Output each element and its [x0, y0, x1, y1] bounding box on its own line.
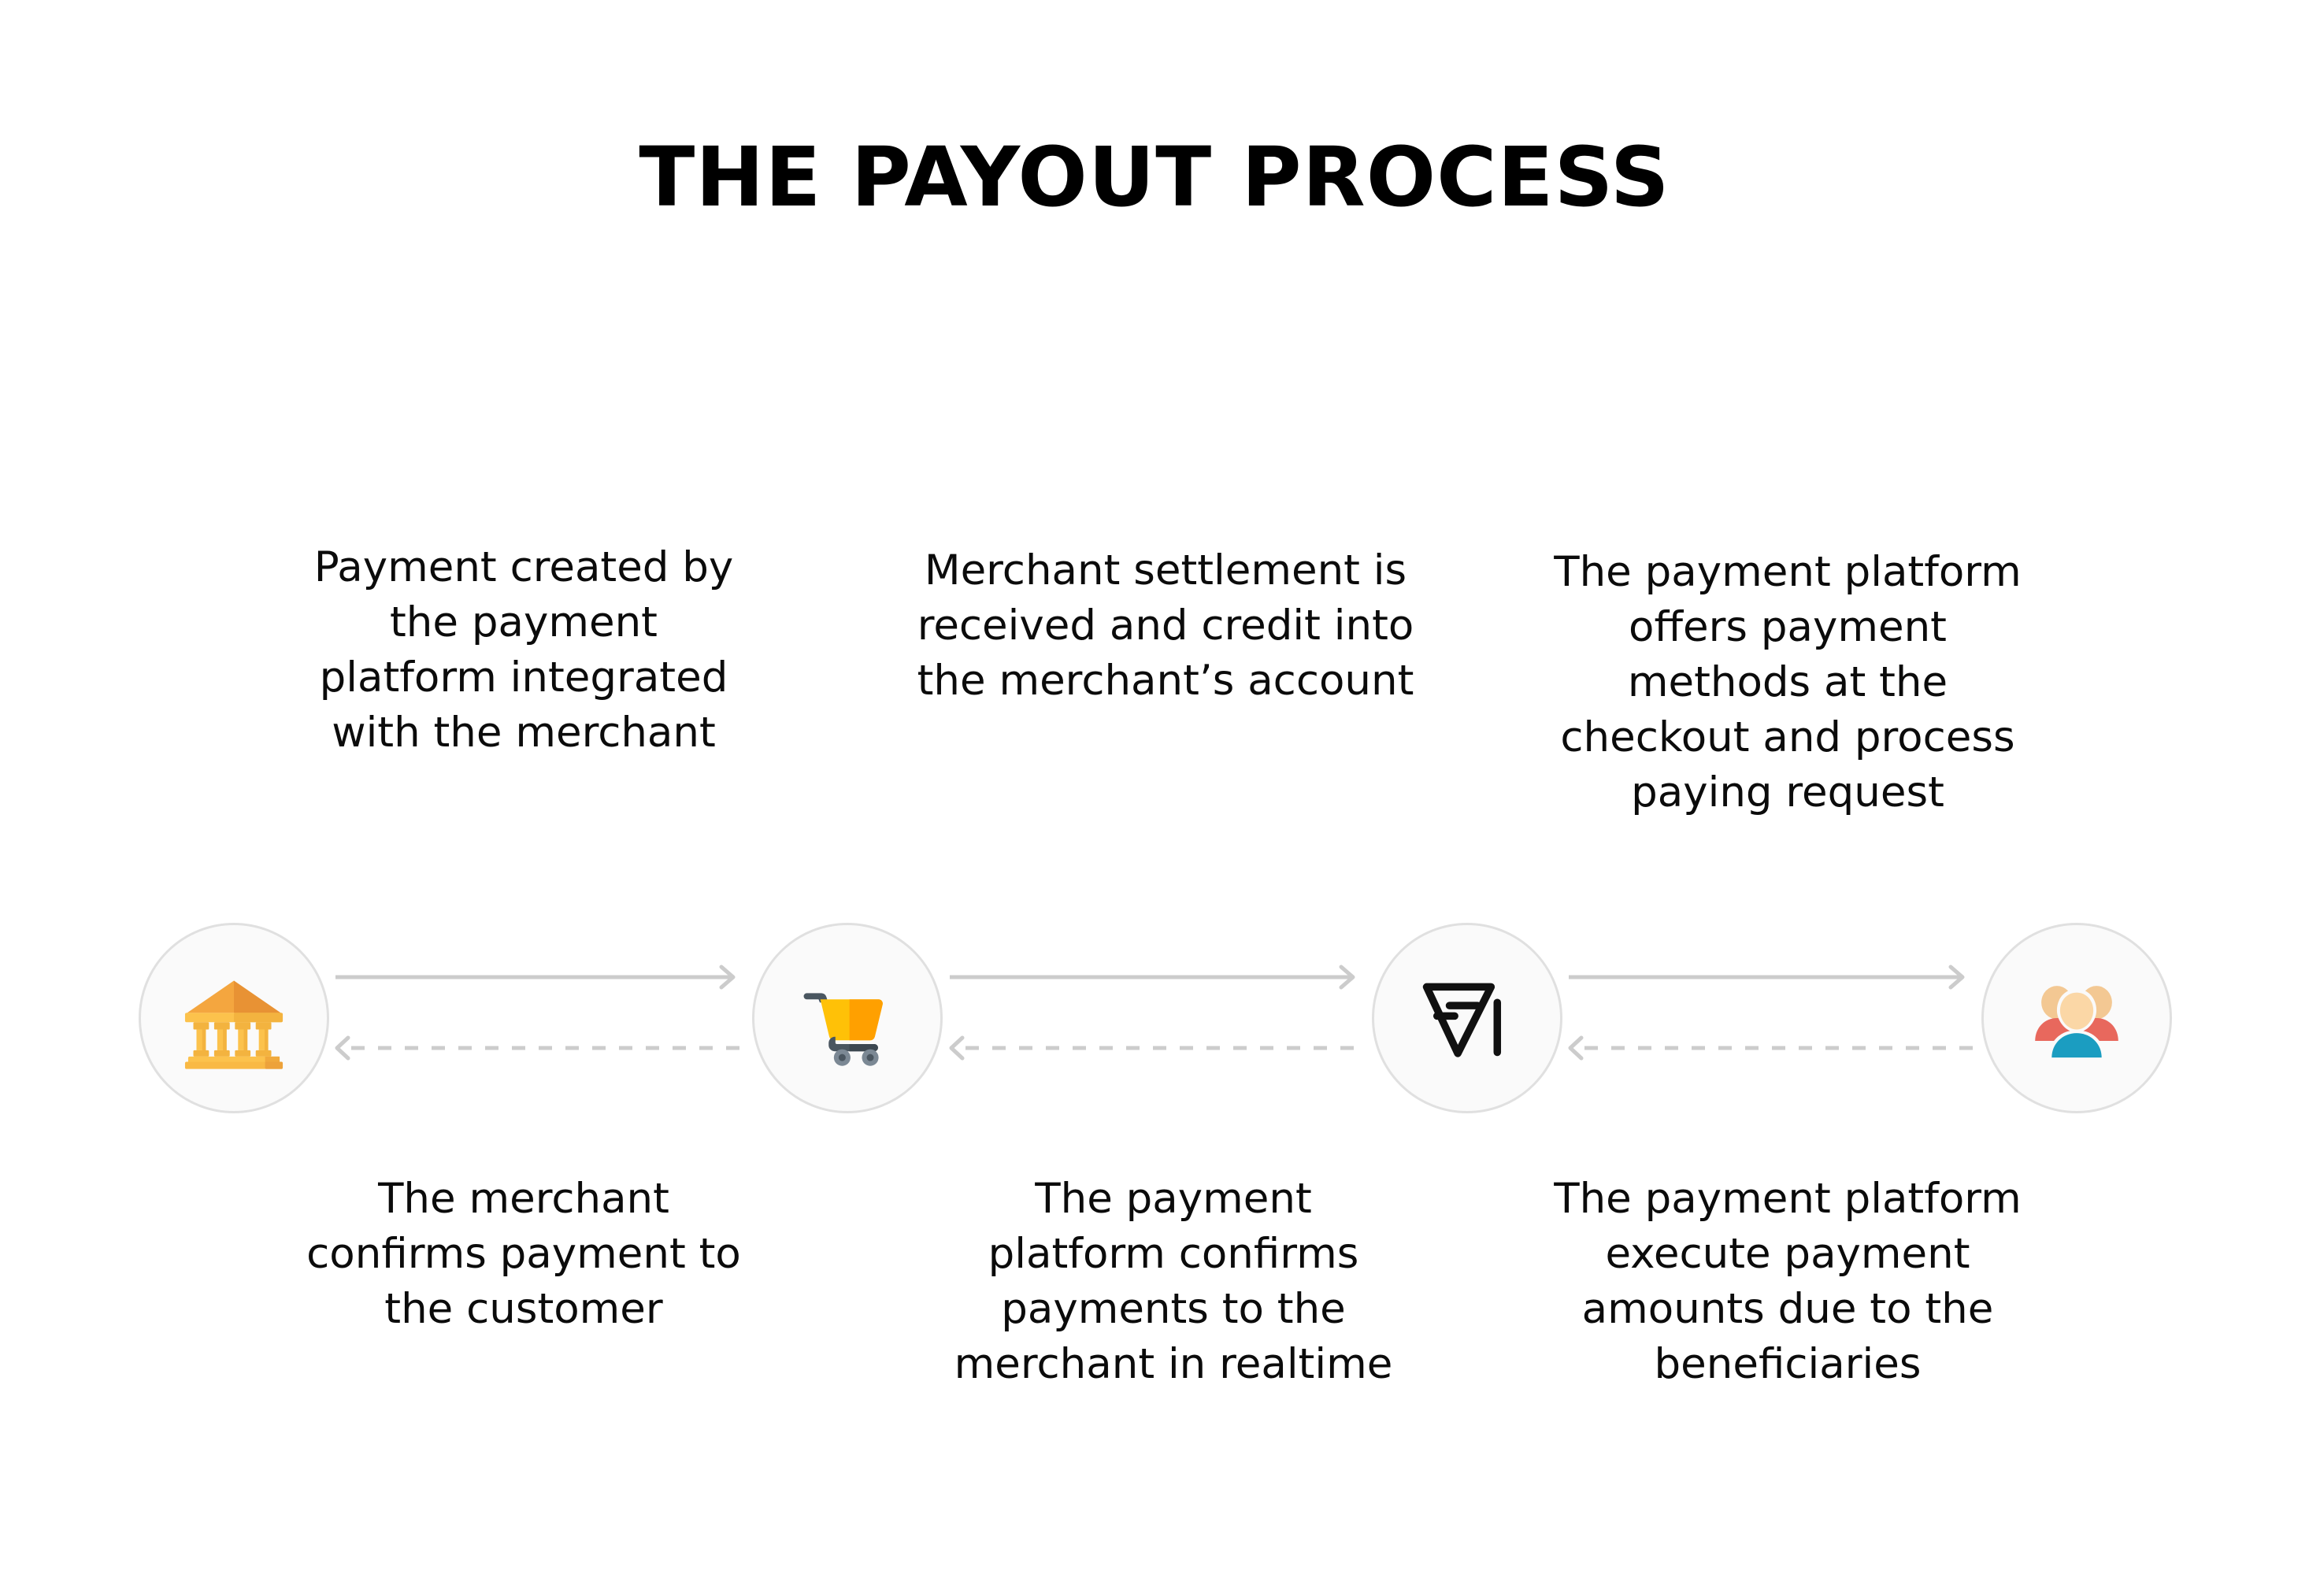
payment-platform-logo-icon	[1422, 983, 1502, 1057]
caption-line: the payment	[390, 598, 658, 646]
connector-platform-to-beneficiaries	[1567, 963, 1977, 1073]
caption-line: platform integrated	[319, 653, 728, 702]
flow-node-beneficiaries	[1981, 923, 2172, 1113]
connector-bank-to-cart	[334, 963, 747, 1073]
bank-icon	[184, 980, 284, 1069]
caption-line: received and credit into	[917, 601, 1414, 650]
caption-line: with the merchant	[332, 708, 716, 757]
caption-line: platform confirms	[988, 1229, 1359, 1278]
caption-line: methods at the	[1627, 657, 1948, 706]
caption-top-3: The payment platform offers payment meth…	[1520, 545, 2055, 820]
caption-line: The merchant	[378, 1175, 669, 1223]
shopping-cart-icon	[803, 993, 883, 1066]
arrow-head-right	[719, 965, 736, 990]
flow-node-bank	[139, 923, 329, 1113]
caption-line: Payment created by	[313, 543, 734, 591]
arrow-head-right	[1339, 965, 1355, 990]
caption-line: The payment platform	[1554, 548, 2022, 596]
arrow-head-left	[335, 1035, 350, 1061]
page-title: THE PAYOUT PROCESS	[639, 129, 1670, 225]
caption-line: confirms payment to	[306, 1229, 741, 1278]
caption-top-1: Payment created by the payment platform …	[284, 540, 764, 761]
caption-line: offers payment	[1629, 602, 1947, 651]
arrow-head-left	[1568, 1035, 1584, 1061]
caption-line: execute payment	[1605, 1229, 1970, 1278]
caption-line: The payment	[1035, 1175, 1312, 1223]
flow-node-payment-platform	[1372, 923, 1562, 1113]
caption-line: checkout and process	[1560, 713, 2015, 761]
arrow-head-right	[1948, 965, 1965, 990]
caption-line: the customer	[384, 1284, 663, 1333]
caption-line: amounts due to the	[1581, 1284, 1994, 1333]
people-group-icon	[2035, 986, 2118, 1058]
caption-top-2: Merchant settlement is received and cred…	[898, 543, 1433, 709]
caption-bottom-2: The payment platform confirms payments t…	[906, 1172, 1441, 1392]
connector-cart-to-platform	[948, 963, 1367, 1073]
caption-line: The payment platform	[1554, 1175, 2022, 1223]
caption-bottom-1: The merchant confirms payment to the cus…	[284, 1172, 764, 1337]
caption-bottom-3: The payment platform execute payment amo…	[1520, 1172, 2055, 1392]
caption-line: the merchant’s account	[917, 656, 1414, 705]
caption-line: paying request	[1631, 768, 1944, 817]
caption-line: payments to the	[1001, 1284, 1346, 1333]
caption-line: Merchant settlement is	[924, 546, 1407, 594]
caption-line: merchant in realtime	[954, 1339, 1393, 1388]
caption-line: beneficiaries	[1654, 1339, 1922, 1388]
flow-node-shopping-cart	[752, 923, 943, 1113]
arrow-head-left	[949, 1035, 965, 1061]
